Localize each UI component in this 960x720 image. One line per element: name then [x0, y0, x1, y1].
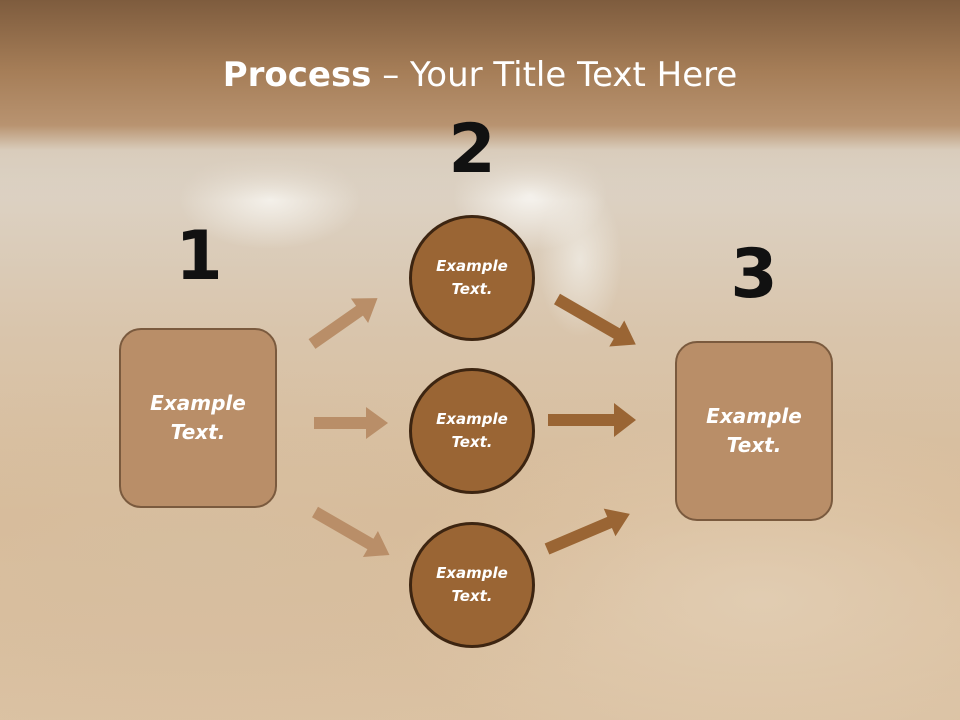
arrow-circle-middle-to-box3 — [548, 403, 636, 437]
step-number-1: 1 — [175, 217, 223, 296]
arrow-box1-to-circle-bottom — [312, 506, 390, 557]
step-2-circle-bottom: Example Text. — [409, 522, 535, 648]
circle-middle-text-line1: Example — [436, 410, 508, 428]
circle-top-text: Example Text. — [424, 255, 520, 301]
title-bold: Process — [222, 55, 372, 95]
title-rest: – Your Title Text Here — [371, 55, 738, 95]
step-number-2: 2 — [448, 110, 496, 189]
circle-middle-text-line2: Text. — [451, 433, 493, 451]
circle-bottom-text: Example Text. — [424, 562, 520, 608]
step-1-text: Example Text. — [133, 389, 263, 447]
circle-bottom-text-line2: Text. — [451, 587, 493, 605]
step-2-circle-middle: Example Text. — [409, 368, 535, 494]
step-3-text-line1: Example — [706, 404, 802, 428]
circle-top-text-line2: Text. — [451, 280, 493, 298]
circle-top-text-line1: Example — [436, 257, 508, 275]
step-2-circle-top: Example Text. — [409, 215, 535, 341]
arrow-box1-to-circle-top — [308, 298, 378, 349]
step-3-box: Example Text. — [675, 341, 833, 521]
step-number-3: 3 — [730, 235, 778, 314]
step-3-text: Example Text. — [689, 402, 819, 460]
step-1-text-line1: Example — [150, 391, 246, 415]
arrow-circle-bottom-to-box3 — [544, 508, 630, 555]
slide-title: Process – Your Title Text Here — [0, 52, 960, 98]
step-1-text-line2: Text. — [170, 420, 226, 444]
circle-bottom-text-line1: Example — [436, 564, 508, 582]
arrow-box1-to-circle-middle — [314, 407, 388, 439]
step-3-text-line2: Text. — [726, 433, 782, 457]
circle-middle-text: Example Text. — [424, 408, 520, 454]
arrow-circle-top-to-box3 — [554, 293, 636, 347]
step-1-box: Example Text. — [119, 328, 277, 508]
